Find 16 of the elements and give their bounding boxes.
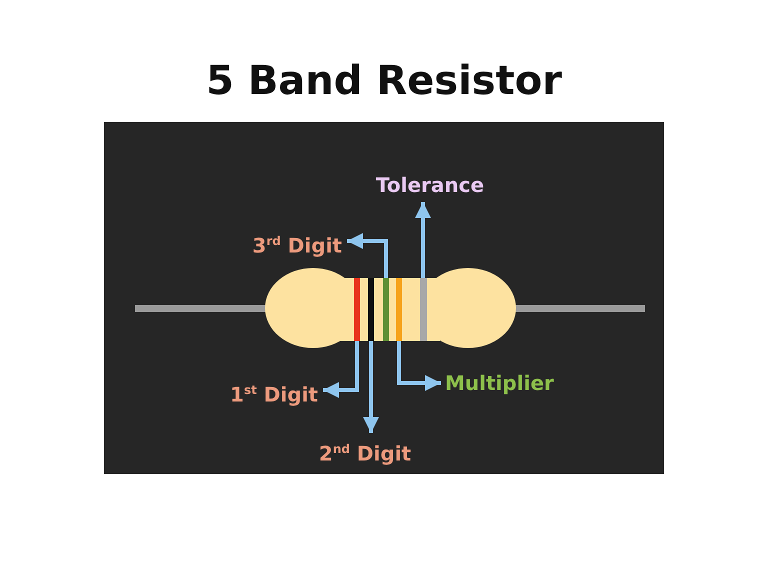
color-band [368, 278, 374, 341]
color-band [420, 278, 427, 341]
arrow [415, 202, 431, 278]
band-label: 1$^{st}$ Digit [198, 378, 318, 407]
band-label: 2$^{nd}$ Digit [305, 437, 425, 466]
arrow [397, 341, 441, 391]
color-band [354, 278, 360, 341]
color-band [383, 278, 389, 341]
band-label: Multiplier [445, 371, 575, 395]
title: 5 Band Resistor [205, 58, 563, 104]
arrow [363, 341, 379, 433]
band-label: 3$^{rd}$ Digit [222, 229, 342, 258]
color-band [396, 278, 402, 341]
arrow [323, 341, 359, 398]
arrow [347, 233, 388, 278]
band-label: Tolerance [370, 173, 490, 197]
